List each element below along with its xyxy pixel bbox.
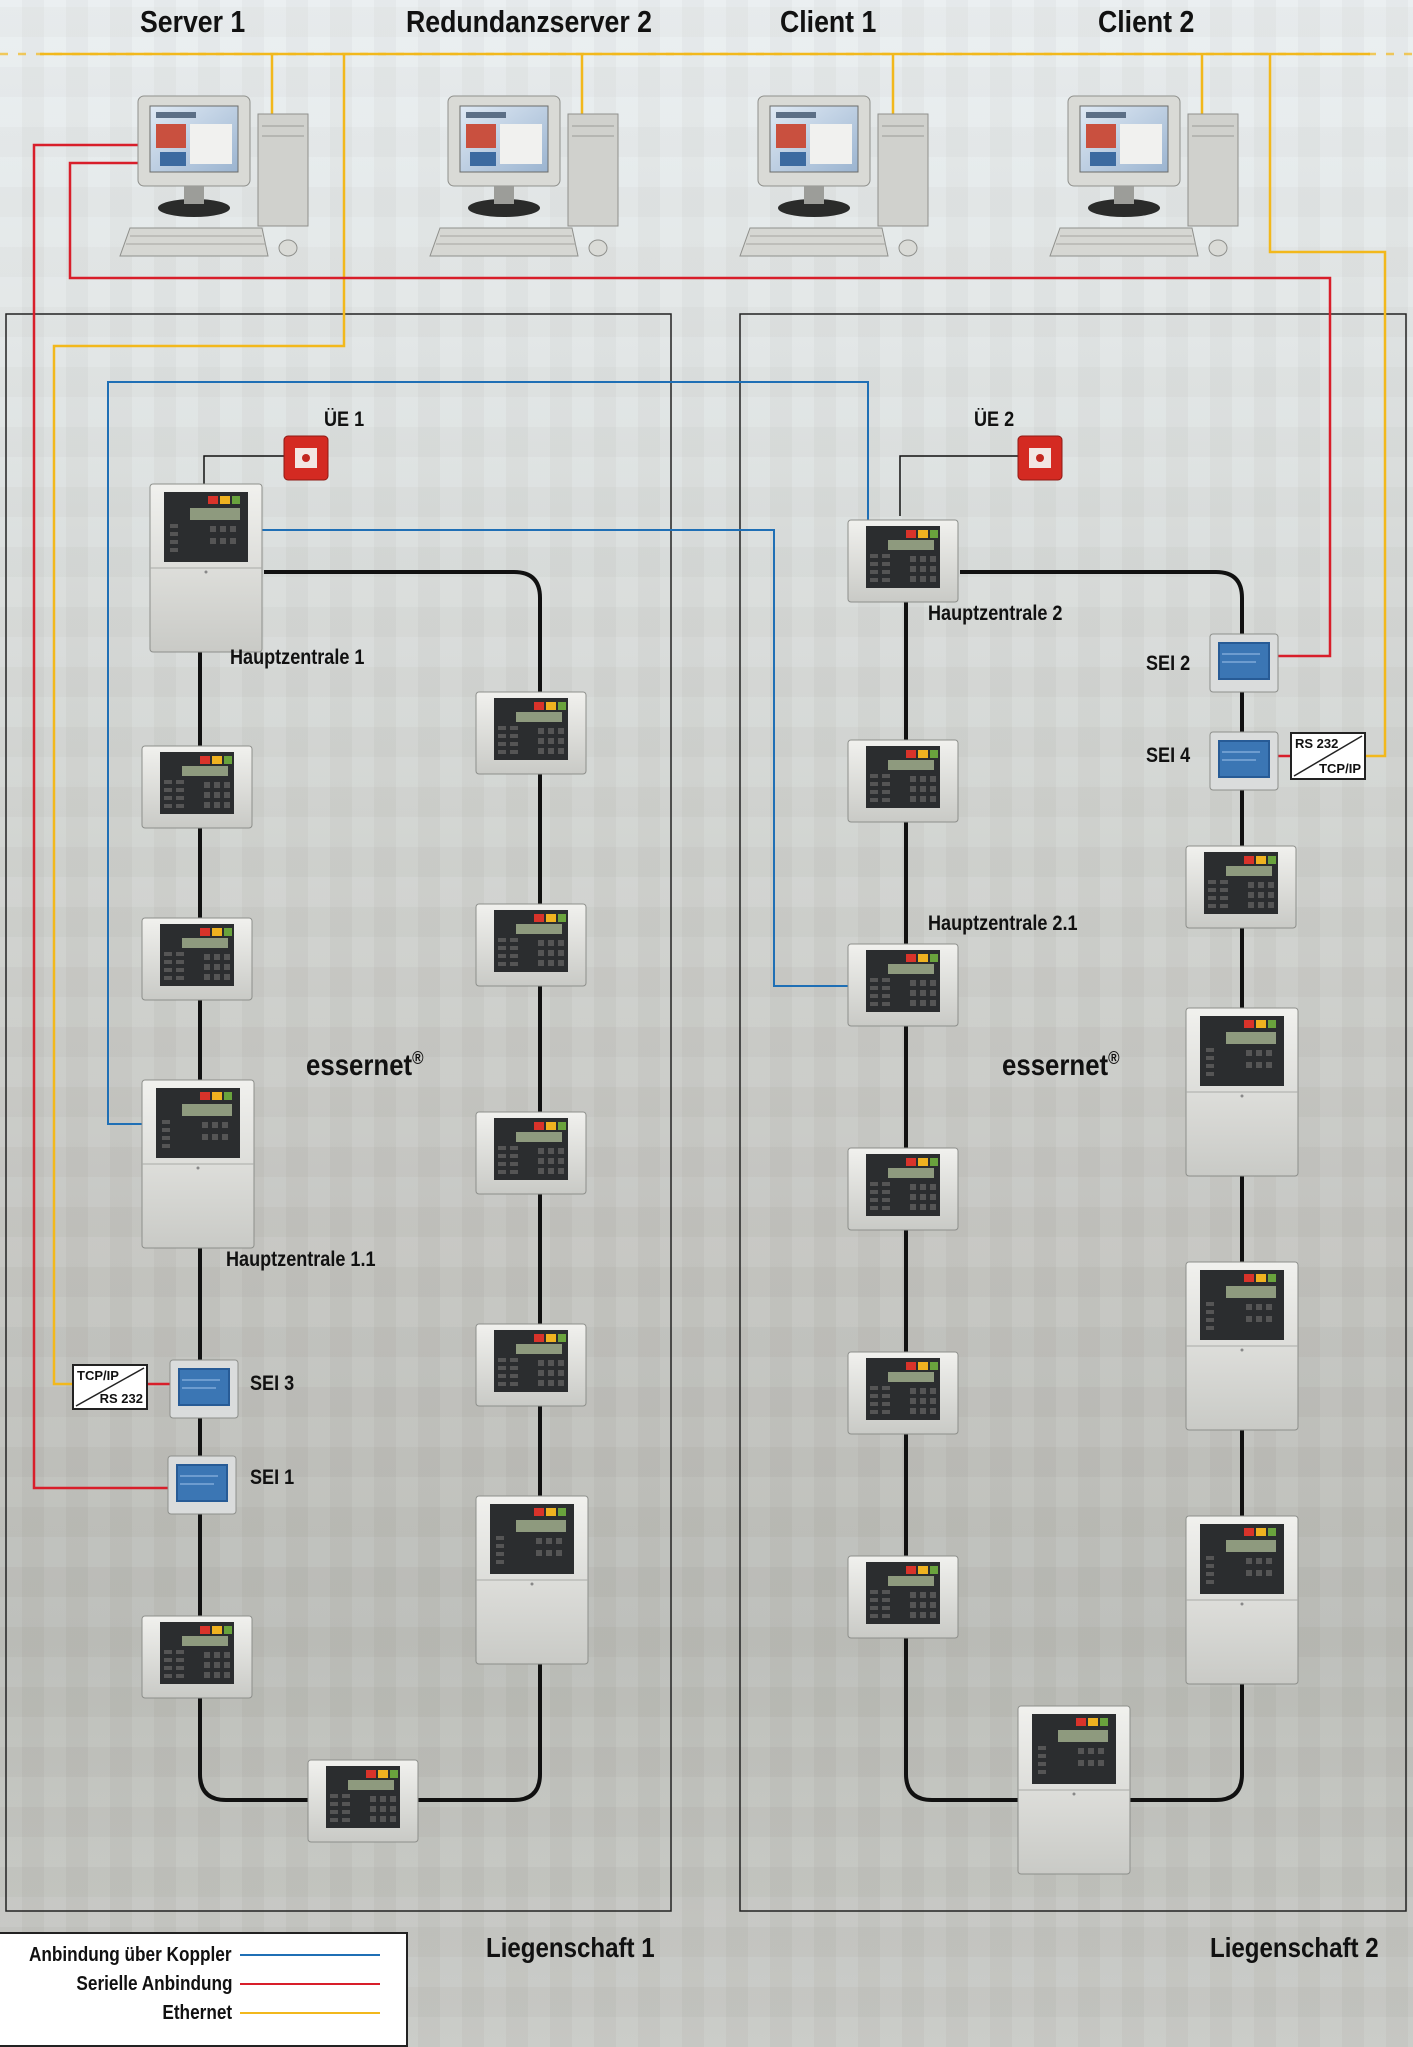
legend-swatch-coupler [240,1954,380,1956]
site1-panel-l1 [141,745,253,829]
site2-bigpanel-bottom [1017,1705,1131,1875]
essernet-site2-label: essernet® [1002,1048,1120,1082]
converter-site2: RS 232 TCP/IP [1290,732,1366,780]
essernet-site1-label: essernet® [306,1048,424,1082]
client-1-label: Client 1 [780,4,877,39]
hauptzentrale-1-1-panel [141,1079,255,1249]
sei-1-display [167,1455,237,1515]
sei-4-display [1209,731,1279,791]
converter-site1-bottom-label: RS 232 [99,1391,143,1406]
site1-bigpanel-r5 [475,1495,589,1665]
ethernet-lines [0,52,1413,1386]
coupler-lines [107,381,869,1125]
site1-panel-r1 [475,691,587,775]
site1-panel-r2 [475,903,587,987]
site1-panel-l3 [141,1615,253,1699]
sei-2-display [1209,633,1279,693]
client-2-workstation [1049,95,1239,257]
hauptzentrale-2-1-panel [847,943,959,1027]
liegenschaft-1-label: Liegenschaft 1 [486,1932,655,1963]
sei-4-label: SEI 4 [1146,744,1191,767]
legend-swatch-ethernet [240,2012,380,2014]
site-1-boundary [5,313,672,1912]
converter-site1: TCP/IP RS 232 [72,1364,148,1410]
essernet-rings [198,570,1244,1802]
legend-item-ethernet: Ethernet [151,2000,380,2026]
converter-site1-top-label: TCP/IP [77,1368,119,1383]
server-1-label: Server 1 [140,4,246,39]
ue-2-call-point [1017,435,1063,481]
liegenschaft-2-label: Liegenschaft 2 [1210,1932,1379,1963]
legend-item-serial: Serielle Anbindung [51,1971,380,1997]
sei-3-display [169,1359,239,1419]
ue-1-label: ÜE 1 [324,408,365,431]
legend-label-coupler: Anbindung über Koppler [29,1943,232,1966]
converter-site2-bottom-label: TCP/IP [1319,761,1361,776]
legend-item-coupler: Anbindung über Koppler [0,1942,380,1968]
site1-panel-r3 [475,1111,587,1195]
site-2-boundary [739,313,1407,1912]
site2-bigpanel-r4 [1185,1515,1299,1685]
hauptzentrale-2-1-label: Hauptzentrale 2.1 [928,912,1078,935]
hauptzentrale-1-1-label: Hauptzentrale 1.1 [226,1248,376,1271]
site1-panel-bottom [307,1759,419,1843]
redundanzserver-2-label: Redundanzserver 2 [406,4,652,39]
site2-panel-l2 [847,1147,959,1231]
hauptzentrale-2-label: Hauptzentrale 2 [928,602,1063,625]
site2-panel-l4 [847,1555,959,1639]
hauptzentrale-2-panel [847,519,959,603]
sei-1-label: SEI 1 [250,1466,295,1489]
ue-2-label: ÜE 2 [974,408,1015,431]
redundanzserver-2-workstation [429,95,619,257]
site1-panel-l2 [141,917,253,1001]
site2-bigpanel-r3 [1185,1261,1299,1431]
site1-panel-r4 [475,1323,587,1407]
client-2-label: Client 2 [1098,4,1195,39]
site2-panel-r1 [1185,845,1297,929]
hauptzentrale-1-panel [149,483,263,653]
site2-panel-l3 [847,1351,959,1435]
ue-1-call-point [283,435,329,481]
sei-3-label: SEI 3 [250,1372,295,1395]
legend-swatch-serial [240,1983,380,1985]
legend-label-serial: Serielle Anbindung [75,1972,232,1995]
site2-panel-l1 [847,739,959,823]
hauptzentrale-1-label: Hauptzentrale 1 [230,646,365,669]
site2-bigpanel-r2 [1185,1007,1299,1177]
converter-site2-top-label: RS 232 [1295,736,1339,751]
legend: Anbindung über Koppler Serielle Anbindun… [0,1932,408,2047]
server-1-workstation [119,95,309,257]
client-1-workstation [739,95,929,257]
legend-label-ethernet: Ethernet [162,2001,232,2024]
sei-2-label: SEI 2 [1146,652,1191,675]
